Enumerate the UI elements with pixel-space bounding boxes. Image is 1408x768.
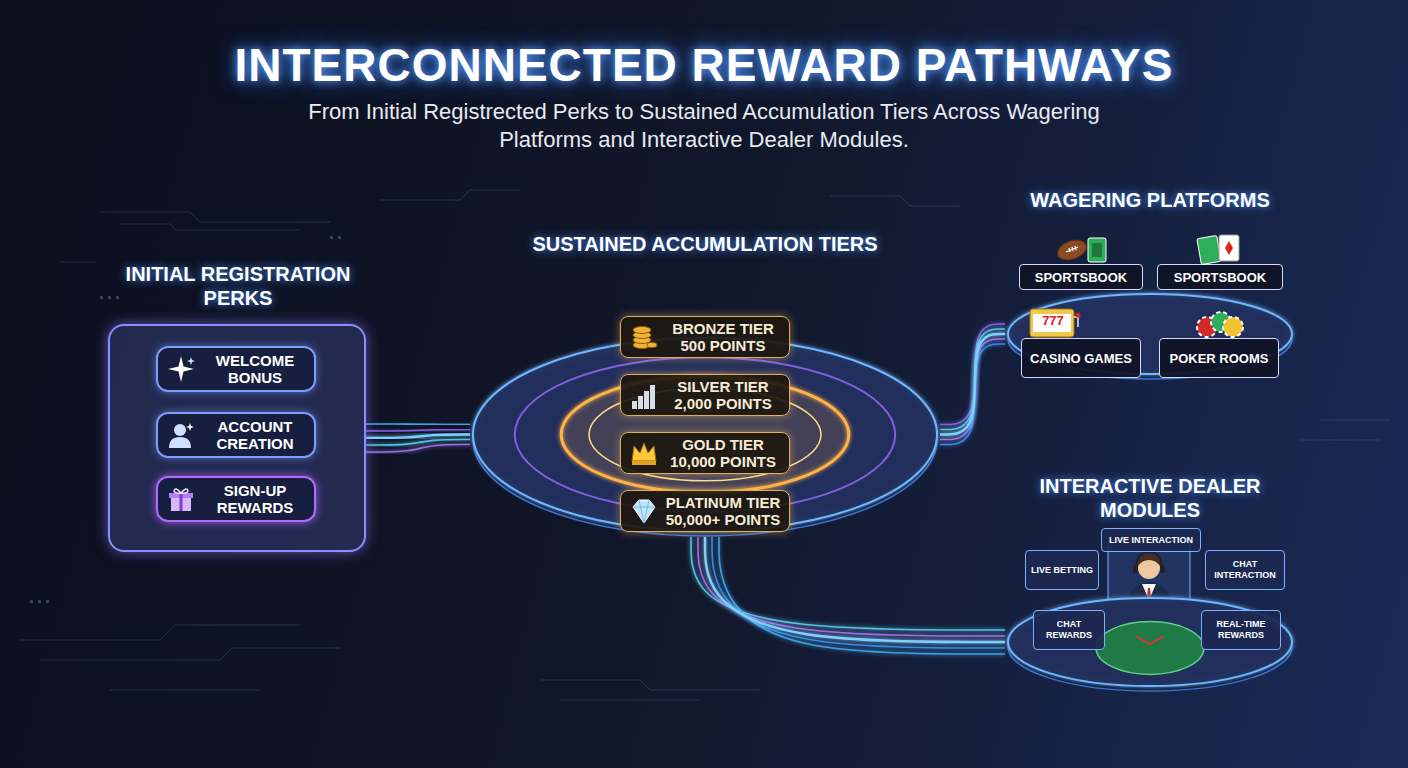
fiber-strand [366, 445, 470, 453]
group-heading: INTERACTIVE DEALER MODULES [1005, 474, 1295, 522]
sparkle-icon [167, 355, 195, 383]
box-label: SPORTSBOOK [1164, 270, 1276, 285]
group-heading: INITIAL REGISTRATION PERKS [96, 262, 380, 310]
box-label: CHAT INTERACTION [1209, 559, 1281, 581]
perks-panel: INITIAL REGISTRATION PERKS WELCOME BONUS A… [96, 262, 380, 554]
fiber-strand [366, 423, 470, 425]
fiber-strand [940, 344, 1005, 445]
platform-tag: CASINO GAMES [1021, 338, 1141, 378]
fiber-strand [719, 537, 1005, 654]
box-label: SILVER TIER [663, 378, 783, 395]
box-label: 10,000 POINTS [663, 453, 783, 470]
dealer-module: LIVE INTERACTION [1101, 528, 1201, 552]
box-label: WELCOME BONUS [204, 352, 306, 386]
diamond-icon [630, 497, 658, 525]
coins-icon [630, 323, 658, 351]
box-label: 500 POINTS [663, 337, 783, 354]
slot-reel-number: 777 [1033, 313, 1073, 328]
fiber-strand [712, 537, 1005, 648]
chips-icon [1195, 311, 1245, 337]
box-label: SIGN-UP REWARDS [204, 482, 306, 516]
bars-icon [630, 381, 658, 409]
tier-platform: SUSTAINED ACCUMULATION TIERSBRONZE TIER5… [470, 232, 940, 542]
box-label: CHAT REWARDS [1037, 619, 1101, 641]
perk-button: SIGN-UP REWARDS [156, 476, 316, 522]
dealer-module: CHAT INTERACTION [1205, 550, 1285, 590]
box-label: REAL-TIME REWARDS [1205, 619, 1277, 641]
title: INTERCONNECTED REWARD PATHWAYS [0, 38, 1408, 92]
box-label: 50,000+ POINTS [663, 511, 783, 528]
platform-tag: SPORTSBOOK [1157, 264, 1283, 290]
box-label: PLATINUM TIER [663, 494, 783, 511]
fiber-bundle [940, 324, 1005, 445]
group-heading: WAGERING PLATFORMS [1005, 188, 1295, 212]
box-label: ACCOUNT CREATION [204, 418, 306, 452]
football-icon [1054, 235, 1110, 263]
box-label: 2,000 POINTS [663, 395, 783, 412]
tier-box: SILVER TIER2,000 POINTS [620, 374, 790, 416]
connector [705, 537, 1005, 642]
caption: From Initial Registrected Perks to Susta… [274, 98, 1134, 154]
platform-tag: SPORTSBOOK [1019, 264, 1143, 290]
tier-box: BRONZE TIER500 POINTS [620, 316, 790, 358]
box-label: SPORTSBOOK [1026, 270, 1136, 285]
dealer-platform: INTERACTIVE DEALER MODULES LIVE BETTING LI… [1005, 474, 1295, 696]
perk-button: ACCOUNT CREATION [156, 412, 316, 458]
platform-tag: POKER ROOMS [1159, 338, 1279, 378]
perk-button: WELCOME BONUS [156, 346, 316, 392]
fiber-strand [366, 430, 470, 432]
tier-box: GOLD TIER10,000 POINTS [620, 432, 790, 474]
connector [940, 334, 1005, 435]
gift-icon [167, 485, 195, 513]
crown-icon [630, 439, 658, 467]
box-label: BRONZE TIER [663, 320, 783, 337]
connector [366, 435, 470, 439]
fiber-bundle [366, 424, 470, 452]
person-icon [167, 421, 195, 449]
dealer-module: REAL-TIME REWARDS [1201, 610, 1281, 650]
cards-icon [1195, 233, 1247, 263]
box-label: GOLD TIER [663, 436, 783, 453]
box-label: CASINO GAMES [1028, 351, 1134, 366]
box-label: LIVE INTERACTION [1105, 535, 1197, 546]
box-label: POKER ROOMS [1166, 351, 1272, 366]
tier-box: PLATINUM TIER50,000+ POINTS [620, 490, 790, 532]
dealer-module: CHAT REWARDS [1033, 610, 1105, 650]
group-heading: SUSTAINED ACCUMULATION TIERS [525, 232, 885, 256]
dealer-module: LIVE BETTING [1025, 550, 1099, 590]
fiber-bundle [691, 537, 1005, 654]
box-label: LIVE BETTING [1029, 565, 1095, 576]
fiber-strand [698, 537, 1005, 636]
fiber-strand [691, 537, 1005, 630]
wagering-platform: WAGERING PLATFORMS SPORTSBOOK SPORTSBOOK CA… [1005, 188, 1295, 384]
